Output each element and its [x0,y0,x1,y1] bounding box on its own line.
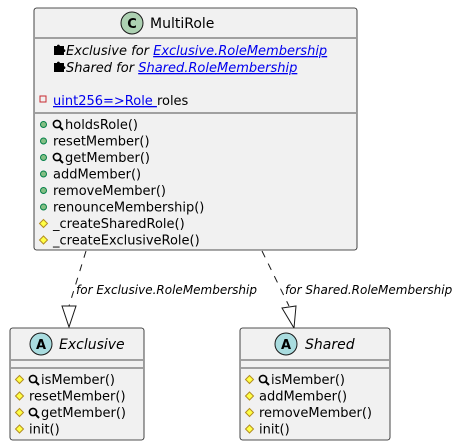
public-visibility-icon [40,203,47,211]
method-row[interactable]: getMember() [14,406,126,421]
method-row[interactable]: holdsRole() [40,118,139,133]
method-row[interactable]: _createSharedRole() [38,217,185,232]
method-label: removeMember() [53,184,166,199]
class-box [9,327,145,441]
class-stereotype-letter: A [36,338,46,353]
private-visibility-icon [39,95,47,103]
field-roles: uint256=>Role roles [53,94,189,109]
method-row[interactable]: removeMember() [244,406,372,421]
method-row[interactable]: init() [14,423,60,438]
method-label: resetMember() [53,135,150,150]
internal-visibility-icon [14,391,25,401]
class-stereotype-letter: C [127,17,137,32]
using-line-shared: Shared for Shared.RoleMembership [66,61,297,76]
puzzle-icon [54,61,66,72]
internal-visibility-icon [244,424,255,434]
internal-visibility-icon [244,407,255,418]
method-row[interactable]: addMember() [244,390,348,405]
public-visibility-icon [40,121,47,128]
method-label: holdsRole() [65,118,138,133]
using-line-exclusive: Exclusive for Exclusive.RoleMembership [66,44,327,59]
internal-visibility-icon [244,374,255,385]
method-row[interactable]: removeMember() [40,184,166,199]
method-row[interactable]: resetMember() [14,390,126,405]
internal-visibility-icon [14,407,25,418]
method-list: holdsRole() resetMember()getMember() addMe… [38,118,205,249]
method-label: getMember() [65,151,150,166]
link-shared-rolemembership[interactable]: Shared.RoleMembership [138,61,297,76]
public-visibility-icon [40,187,47,194]
edge-label-shared: for Shared.RoleMembership [285,283,453,297]
method-row[interactable]: resetMember() [40,135,150,150]
method-label: init() [29,423,60,438]
method-row[interactable]: init() [244,423,290,438]
class-stereotype-letter: A [281,338,291,353]
internal-visibility-icon [38,235,49,245]
method-row[interactable]: getMember() [40,151,150,166]
method-label: addMember() [53,168,141,183]
internal-visibility-icon [38,218,49,229]
inheritance-edge-shared: for Shared.RoleMembership [261,250,453,330]
inheritance-arrowhead [61,305,77,329]
method-row[interactable]: renounceMembership() [40,201,205,216]
class-name: MultiRole [150,16,214,32]
inheritance-edge-exclusive: for Exclusive.RoleMembership [61,250,257,329]
class-multirole[interactable]: C MultiRole Exclusive for Exclusive.Role… [33,7,358,251]
method-label: isMember() [41,373,115,388]
method-row[interactable]: isMember() [244,373,346,388]
method-label: removeMember() [259,406,372,421]
link-exclusive-rolemembership[interactable]: Exclusive.RoleMembership [153,44,327,59]
internal-visibility-icon [244,391,255,401]
internal-visibility-icon [14,374,25,385]
class-name: Shared [305,337,355,353]
abstract-stereotype-icon [274,332,298,356]
method-label: resetMember() [29,390,126,405]
link-field-type[interactable]: uint256=>Role [53,94,157,109]
puzzle-icon [54,44,66,55]
method-label: addMember() [259,390,347,405]
edge-label-exclusive: for Exclusive.RoleMembership [76,283,257,297]
method-list: isMember() resetMember()getMember() init() [14,373,126,438]
inheritance-arrowhead [281,305,297,330]
class-box [33,7,358,251]
class-stereotype-icon [120,11,144,35]
method-label: init() [259,423,290,438]
method-label: isMember() [271,373,345,388]
method-label: getMember() [41,406,126,421]
method-list: isMember() addMember()removeMember() init(… [244,373,372,438]
class-box [239,327,391,441]
public-visibility-icon [40,137,47,145]
method-label: _createSharedRole() [52,217,185,232]
method-row[interactable]: addMember() [40,168,142,183]
public-visibility-icon [40,154,47,161]
class-exclusive[interactable]: A Exclusive isMember() resetMember()getMe… [9,327,145,441]
method-row[interactable]: _createExclusiveRole() [38,234,200,249]
method-row[interactable]: isMember() [14,373,116,388]
class-name: Exclusive [59,337,125,353]
class-shared[interactable]: A Shared isMember() addMember()removeMemb… [239,327,391,441]
method-label: _createExclusiveRole() [52,234,200,249]
public-visibility-icon [40,170,47,178]
method-label: renounceMembership() [53,201,204,216]
internal-visibility-icon [14,424,25,434]
abstract-stereotype-icon [29,332,53,356]
